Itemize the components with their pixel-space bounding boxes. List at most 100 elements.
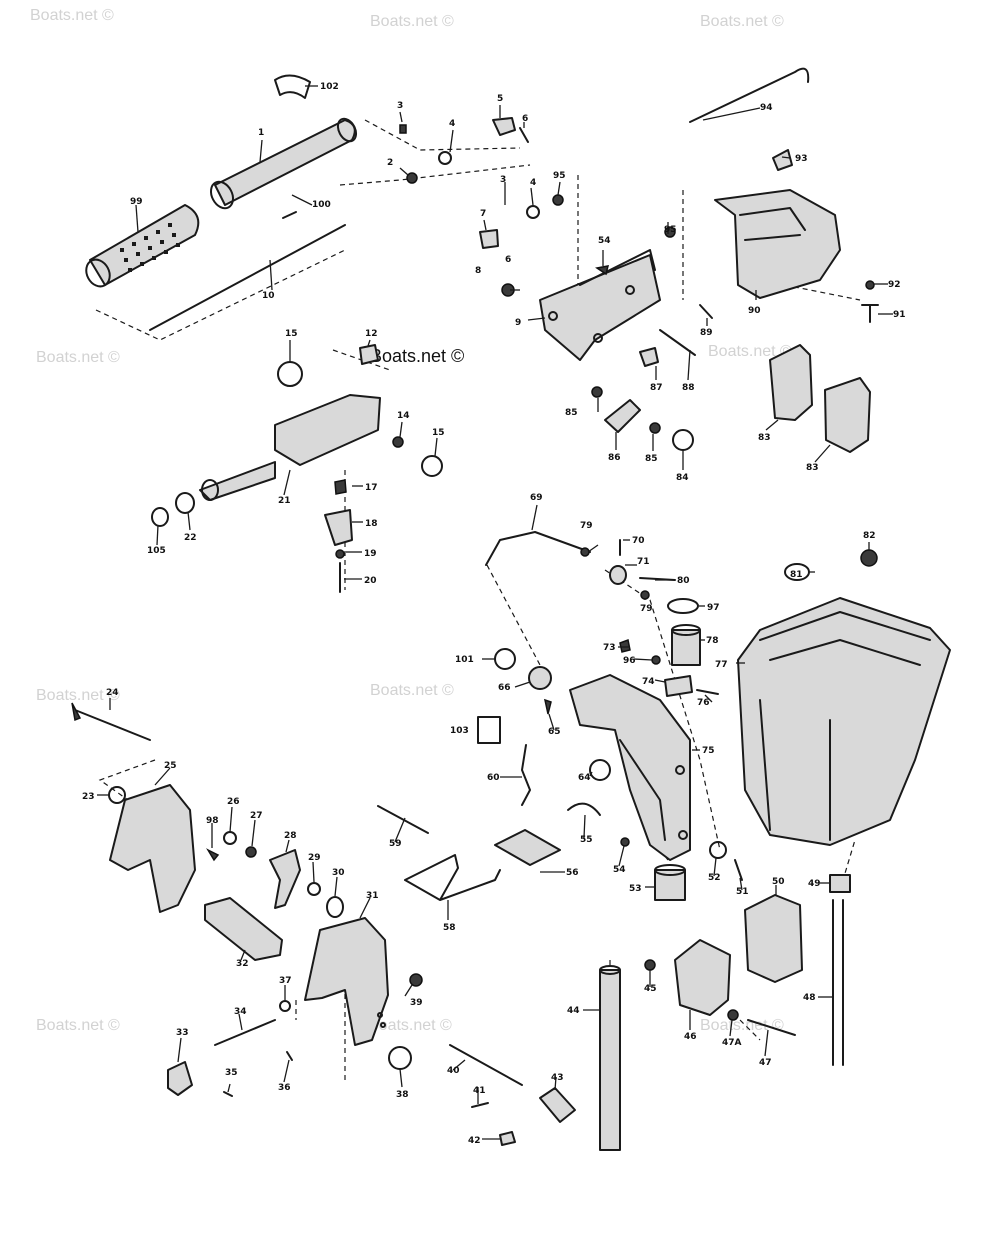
washer-part — [223, 831, 237, 845]
callout-90: 90 — [748, 306, 761, 316]
callout-54: 54 — [598, 236, 611, 246]
bolt-part — [861, 304, 879, 323]
callout-47: 47 — [759, 1058, 772, 1068]
clip-part — [334, 479, 347, 495]
callout-58: 58 — [443, 923, 456, 933]
pin-part — [659, 329, 696, 356]
callout-85: 85 — [645, 454, 658, 464]
callout-76: 76 — [697, 698, 710, 708]
callout-30: 30 — [332, 868, 345, 878]
callout-2: 2 — [387, 158, 393, 168]
nut-part — [409, 973, 423, 987]
gear-part — [528, 666, 552, 690]
callout-96: 96 — [623, 656, 636, 666]
nut-part — [591, 386, 603, 398]
bracket-part — [324, 509, 353, 546]
callout-60: 60 — [487, 773, 500, 783]
watermark-layer: Boats.net © Boats.net © Boats.net © Boat… — [30, 7, 792, 1034]
callout-5: 5 — [497, 94, 503, 104]
steering-arm-part — [199, 394, 381, 501]
callout-94: 94 — [760, 103, 773, 113]
clamp-bracket-part — [304, 917, 389, 1046]
callout-32: 32 — [236, 959, 249, 969]
callout-10: 10 — [262, 291, 275, 301]
watermark-text: Boats.net © — [30, 7, 114, 24]
callout-38: 38 — [396, 1090, 409, 1100]
callout-59: 59 — [389, 839, 402, 849]
callout-50: 50 — [772, 877, 785, 887]
callout-83: 83 — [758, 433, 771, 443]
link-rod-part — [689, 67, 810, 123]
bushing-part — [772, 149, 793, 171]
bolt-part — [747, 1019, 796, 1036]
callout-55: 55 — [580, 835, 593, 845]
screw-part — [620, 837, 630, 847]
callout-15: 15 — [432, 428, 445, 438]
callout-51: 51 — [736, 887, 749, 897]
nut-part — [649, 422, 661, 434]
swivel-housing-part — [714, 189, 841, 299]
callout-35: 35 — [225, 1068, 238, 1078]
callout-40: 40 — [447, 1066, 460, 1076]
watermark-text: Boats.net © — [700, 13, 784, 30]
clip-part — [274, 74, 311, 99]
watermark-text: Boats.net © — [700, 1017, 784, 1034]
spring-part — [567, 802, 601, 816]
callout-95: 95 — [664, 225, 677, 235]
pin-part — [471, 1102, 489, 1108]
parts-layer — [71, 67, 951, 1151]
pin-part — [519, 127, 529, 143]
callout-53: 53 — [629, 884, 642, 894]
callout-75: 75 — [702, 746, 715, 756]
clamp-bracket-part — [109, 784, 196, 913]
callout-25: 25 — [164, 761, 177, 771]
washer-part — [421, 455, 443, 477]
clamp-half-part — [824, 377, 871, 453]
callout-15: 15 — [285, 329, 298, 339]
watermark-text: Boats.net © — [36, 687, 120, 704]
callout-46: 46 — [684, 1032, 697, 1042]
callout-39: 39 — [410, 998, 423, 1008]
callout-43: 43 — [551, 1073, 564, 1083]
swivel-bracket-part — [569, 674, 691, 861]
callout-88: 88 — [682, 383, 695, 393]
callout-83: 83 — [806, 463, 819, 473]
callout-71: 71 — [637, 557, 650, 567]
callout-98: 98 — [206, 816, 219, 826]
callout-24: 24 — [106, 688, 119, 698]
callout-42: 42 — [468, 1136, 481, 1146]
callout-33: 33 — [176, 1028, 189, 1038]
watermark-text: Boats.net © — [370, 13, 454, 30]
housing-half-part — [744, 894, 803, 983]
callout-95: 95 — [553, 171, 566, 181]
tilt-lever-part — [404, 854, 501, 901]
pin-part — [734, 859, 743, 881]
callout-82: 82 — [863, 531, 876, 541]
washer-part — [709, 841, 727, 859]
washer-part — [388, 1046, 412, 1070]
nut-part — [359, 344, 379, 365]
callout-34: 34 — [234, 1007, 247, 1017]
tube-part — [832, 899, 844, 1066]
bolt-part — [696, 689, 719, 695]
callout-100: 100 — [312, 200, 331, 210]
callout-29: 29 — [308, 853, 321, 863]
watermark-text: Boats.net © — [370, 346, 464, 366]
knob-part — [479, 229, 499, 249]
nut-part — [245, 846, 257, 858]
nut-part — [279, 1000, 291, 1012]
callout-54: 54 — [613, 865, 626, 875]
callout-47A: 47A — [722, 1038, 742, 1048]
callout-23: 23 — [82, 792, 95, 802]
callout-69: 69 — [530, 493, 543, 503]
bracket-part — [539, 1087, 576, 1123]
callout-86: 86 — [608, 453, 621, 463]
callout-17: 17 — [365, 483, 378, 493]
callout-6: 6 — [522, 114, 528, 124]
callout-52: 52 — [708, 873, 721, 883]
callout-101: 101 — [455, 655, 474, 665]
callout-74: 74 — [642, 677, 655, 687]
callout-4: 4 — [530, 178, 536, 188]
callout-105: 105 — [147, 546, 166, 556]
callout-56: 56 — [566, 868, 579, 878]
